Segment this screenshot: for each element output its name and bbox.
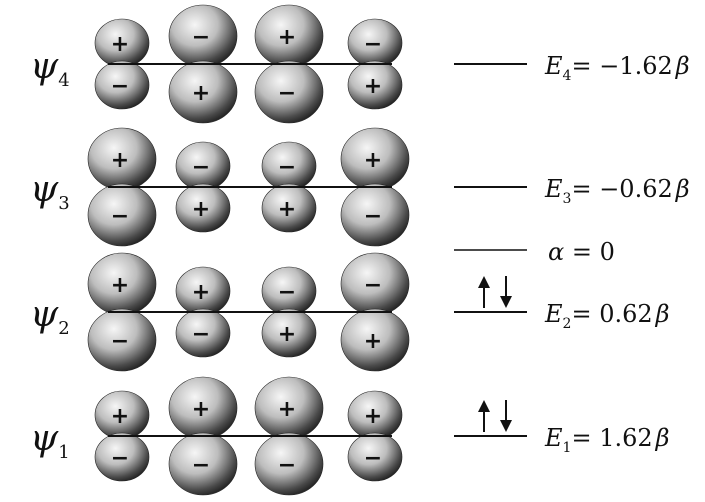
- lobe-sign-bottom: +: [364, 74, 382, 99]
- lobe-sign-bottom: −: [111, 74, 129, 99]
- p-lobe-bottom: [94, 432, 150, 482]
- psi-label: ψ2: [30, 294, 70, 339]
- lobe-sign-top: +: [111, 148, 129, 173]
- lobe-sign-bottom: −: [111, 329, 129, 354]
- electron-down-arrow: [500, 276, 512, 308]
- electron-up-arrow: [478, 276, 490, 308]
- orbital-row-psi-3: ψ3 + − − + − + + −: [30, 127, 410, 247]
- psi-label: ψ4: [30, 46, 70, 91]
- lobe-sign-top: −: [278, 155, 296, 180]
- lobe-sign-bottom: −: [192, 322, 210, 347]
- lobe-sign-bottom: −: [278, 81, 296, 106]
- orbital-row-psi-4: ψ4 + − − + + − − +: [30, 4, 403, 124]
- lobe-sign-bottom: +: [192, 81, 210, 106]
- orbital-rows: ψ4 + − − + + − − + ψ3 + − − + − + + − ψ2 + − + − − + − + ψ1 + − + − + − + −: [30, 4, 410, 496]
- p-lobe-bottom: [168, 432, 238, 496]
- lobe-sign-bottom: −: [278, 453, 296, 478]
- lobe-sign-top: −: [278, 280, 296, 305]
- lobe-sign-top: +: [192, 280, 210, 305]
- p-lobe-bottom: [347, 60, 403, 110]
- lobe-sign-top: +: [278, 397, 296, 422]
- lobe-sign-top: −: [364, 32, 382, 57]
- lobe-sign-top: −: [192, 155, 210, 180]
- p-lobe-bottom: [261, 308, 317, 358]
- alpha-label: α = 0: [548, 238, 615, 266]
- electron-down-arrow: [500, 400, 512, 432]
- lobe-sign-bottom: +: [192, 197, 210, 222]
- psi-label: ψ1: [30, 418, 70, 463]
- alpha-level: α = 0: [454, 238, 615, 266]
- p-lobe-bottom: [87, 183, 157, 247]
- lobe-sign-top: +: [111, 404, 129, 429]
- lobe-sign-top: +: [111, 273, 129, 298]
- p-lobe-bottom: [94, 60, 150, 110]
- lobe-sign-top: +: [111, 32, 129, 57]
- p-lobe-bottom: [254, 60, 324, 124]
- p-lobe-bottom: [340, 183, 410, 247]
- lobe-sign-top: +: [278, 25, 296, 50]
- lobe-sign-top: −: [192, 25, 210, 50]
- p-lobe-bottom: [347, 432, 403, 482]
- lobe-sign-top: +: [192, 397, 210, 422]
- lobe-sign-bottom: −: [364, 204, 382, 229]
- lobe-sign-bottom: +: [278, 197, 296, 222]
- electron-up-arrow: [478, 400, 490, 432]
- lobe-sign-top: −: [364, 273, 382, 298]
- orbital-row-psi-1: ψ1 + − + − + − + −: [30, 376, 403, 496]
- p-lobe-bottom: [175, 308, 231, 358]
- lobe-sign-bottom: −: [364, 446, 382, 471]
- p-lobe-bottom: [87, 308, 157, 372]
- lobe-sign-bottom: +: [278, 322, 296, 347]
- orbital-row-psi-2: ψ2 + − + − − + − +: [30, 252, 410, 372]
- p-lobe-bottom: [168, 60, 238, 124]
- lobe-sign-top: +: [364, 404, 382, 429]
- lobe-sign-bottom: −: [111, 446, 129, 471]
- p-lobe-bottom: [175, 183, 231, 233]
- lobe-sign-top: +: [364, 148, 382, 173]
- p-lobe-bottom: [340, 308, 410, 372]
- p-lobe-bottom: [254, 432, 324, 496]
- lobe-sign-bottom: +: [364, 329, 382, 354]
- lobe-sign-bottom: −: [111, 204, 129, 229]
- p-lobe-bottom: [261, 183, 317, 233]
- psi-label: ψ3: [30, 169, 70, 214]
- lobe-sign-bottom: −: [192, 453, 210, 478]
